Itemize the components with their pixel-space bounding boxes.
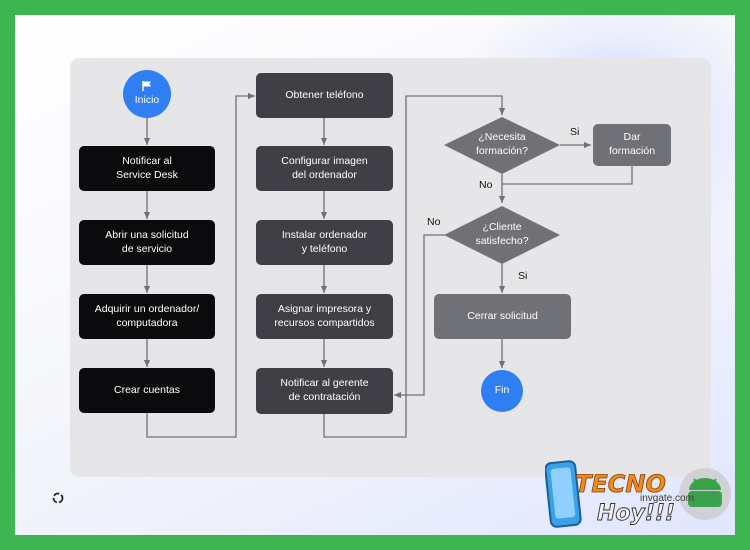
edge-label-yes-satisfied: Si xyxy=(518,270,528,282)
step-give-training: Dar formación xyxy=(593,124,671,166)
edge-accounts-phone xyxy=(146,92,255,438)
tecnohoy-logo-icon: TECNO Hoy!!! xyxy=(545,460,731,528)
end-node: Fin xyxy=(481,370,523,412)
end-label: Fin xyxy=(494,384,510,397)
svg-text:TECNO: TECNO xyxy=(575,470,666,498)
edge-manager-decision1 xyxy=(323,95,506,438)
step-acquire-computer: Adquirir un ordenador/ computadora xyxy=(79,294,215,339)
flag-icon xyxy=(142,81,151,92)
step-assign-printer: Asignar impresora y recursos compartidos xyxy=(256,294,393,339)
decision-satisfied-shape xyxy=(444,206,560,264)
invgate-logo-icon xyxy=(52,492,64,504)
decision-training-label: ¿Necesita formación? xyxy=(476,131,528,157)
step-open-request: Abrir una solicitud de servicio xyxy=(79,220,215,265)
edge-training-return xyxy=(502,166,633,185)
step-get-phone: Obtener teléfono xyxy=(256,73,393,118)
watermark-text: invgate.com xyxy=(640,493,694,504)
svg-text:Hoy!!!: Hoy!!! xyxy=(597,501,675,526)
step-notify-service-desk: Notificar al Service Desk xyxy=(79,146,215,191)
edge-decision2-no xyxy=(394,234,445,399)
step-notify-manager: Notificar al gerente de contratación xyxy=(256,368,393,414)
step-close-request: Cerrar solicitud xyxy=(434,294,571,339)
step-install-devices: Instalar ordenador y teléfono xyxy=(256,220,393,265)
decision-training-shape xyxy=(444,117,560,174)
step-configure-image: Configurar imagen del ordenador xyxy=(256,146,393,191)
step-create-accounts: Crear cuentas xyxy=(79,368,215,413)
start-node: Inicio xyxy=(123,70,171,118)
start-label: Inicio xyxy=(134,94,160,107)
edge-label-no-satisfied: No xyxy=(427,216,441,228)
edge-label-yes-training: Si xyxy=(570,126,580,138)
decision-satisfied-label: ¿Cliente satisfecho? xyxy=(475,221,529,247)
edge-label-no-training: No xyxy=(479,179,493,191)
